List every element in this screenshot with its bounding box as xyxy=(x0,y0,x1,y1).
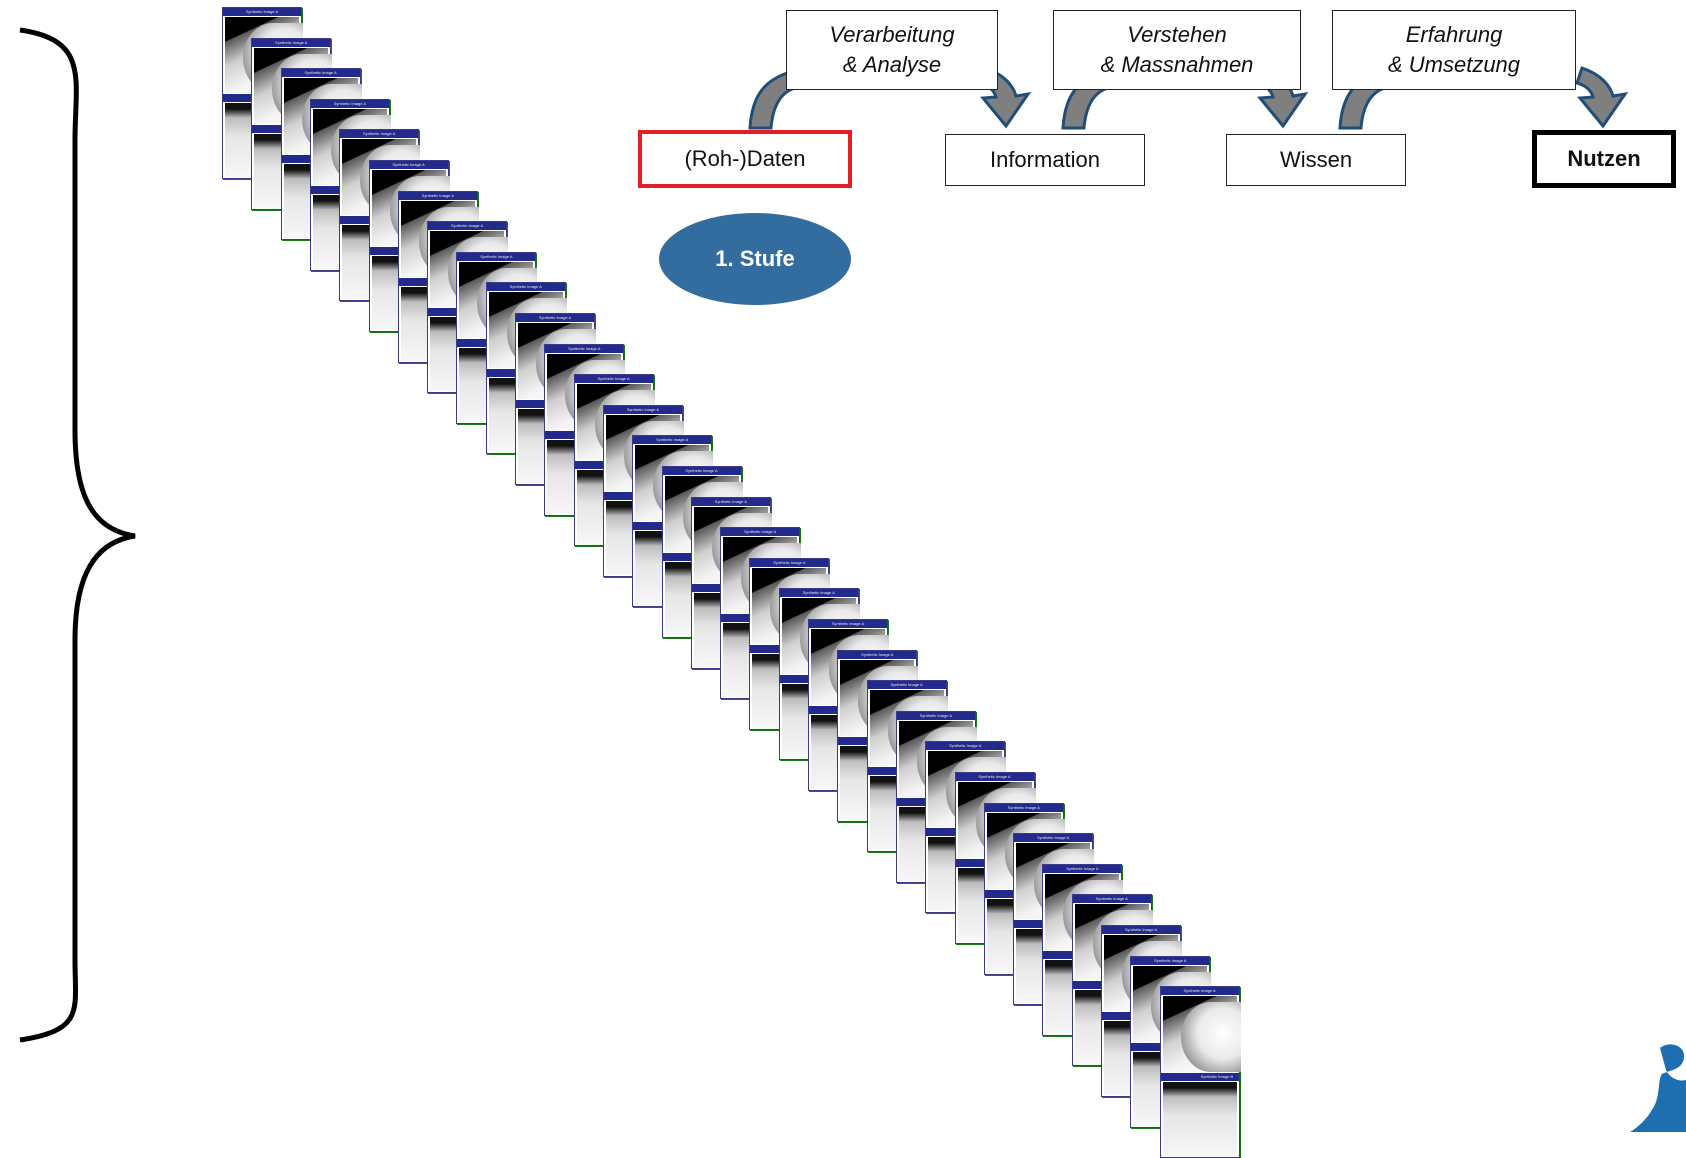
card-title-top: Synthetic Image A xyxy=(516,314,594,322)
image-card: Synthetic Image A Synthetic Image B xyxy=(1159,986,1241,1158)
card-title-top: Synthetic Image A xyxy=(633,436,712,445)
card-title-top: Synthetic Image A xyxy=(1160,987,1239,996)
card-title-top: Synthetic Image A xyxy=(750,558,829,567)
logo-icon xyxy=(1630,1044,1686,1132)
card-title-top: Synthetic Image A xyxy=(545,344,624,353)
transition-line: & Umsetzung xyxy=(1387,52,1521,77)
card-title-top: Synthetic Image A xyxy=(1102,926,1180,934)
card-title-top: Synthetic Image A xyxy=(809,620,887,628)
transition-line: Verarbeitung xyxy=(829,22,955,47)
card-image-top xyxy=(1162,996,1241,1073)
transition-processing-analysis: Verarbeitung & Analyse xyxy=(786,10,998,90)
stage-badge: 1. Stufe xyxy=(659,213,851,305)
card-title-bottom: Synthetic Image B xyxy=(1160,1073,1239,1082)
stage-raw-data: (Roh-)Daten xyxy=(638,130,852,188)
card-title-top: Synthetic Image A xyxy=(281,69,360,78)
card-title-top: Synthetic Image A xyxy=(369,161,448,169)
card-title-top: Synthetic Image A xyxy=(340,130,419,139)
curved-arrow-down xyxy=(1575,66,1629,129)
stage-benefit: Nutzen xyxy=(1532,130,1676,188)
card-image-bottom xyxy=(1162,1082,1237,1157)
card-title-top: Synthetic Image A xyxy=(1072,895,1151,904)
card-title-top: Synthetic Image A xyxy=(252,38,331,47)
card-title-top: Synthetic Image A xyxy=(603,405,682,414)
card-title-top: Synthetic Image A xyxy=(779,589,858,598)
card-title-top: Synthetic Image A xyxy=(896,711,975,720)
card-title-top: Synthetic Image A xyxy=(310,99,389,108)
transition-understanding-measures: Verstehen & Massnahmen xyxy=(1053,10,1301,90)
card-title-top: Synthetic Image A xyxy=(428,222,507,231)
card-title-top: Synthetic Image A xyxy=(457,252,536,261)
stage-information: Information xyxy=(945,134,1145,186)
transition-line: Erfahrung xyxy=(1405,22,1503,47)
card-title-top: Synthetic Image A xyxy=(398,191,477,200)
transition-line: & Massnahmen xyxy=(1100,52,1254,77)
transition-experience-implementation: Erfahrung & Umsetzung xyxy=(1332,10,1576,90)
transition-line: & Analyse xyxy=(842,52,942,77)
card-title-top: Synthetic Image A xyxy=(1131,956,1210,965)
card-title-top: Synthetic Image A xyxy=(691,497,770,506)
card-title-top: Synthetic Image A xyxy=(838,650,917,659)
card-title-top: Synthetic Image A xyxy=(926,742,1005,751)
card-title-top: Synthetic Image A xyxy=(486,283,565,292)
card-title-top: Synthetic Image A xyxy=(662,467,741,475)
card-title-top: Synthetic Image A xyxy=(955,773,1034,781)
card-title-top: Synthetic Image A xyxy=(223,8,301,16)
card-title-top: Synthetic Image A xyxy=(721,528,800,537)
curly-brace xyxy=(19,27,136,1043)
stage-knowledge: Wissen xyxy=(1226,134,1406,186)
card-title-top: Synthetic Image A xyxy=(984,803,1063,812)
card-title-top: Synthetic Image A xyxy=(1043,864,1122,873)
card-title-top: Synthetic Image A xyxy=(574,375,653,384)
card-title-top: Synthetic Image A xyxy=(867,681,946,690)
transition-line: Verstehen xyxy=(1127,22,1227,47)
card-title-top: Synthetic Image A xyxy=(1014,834,1093,843)
